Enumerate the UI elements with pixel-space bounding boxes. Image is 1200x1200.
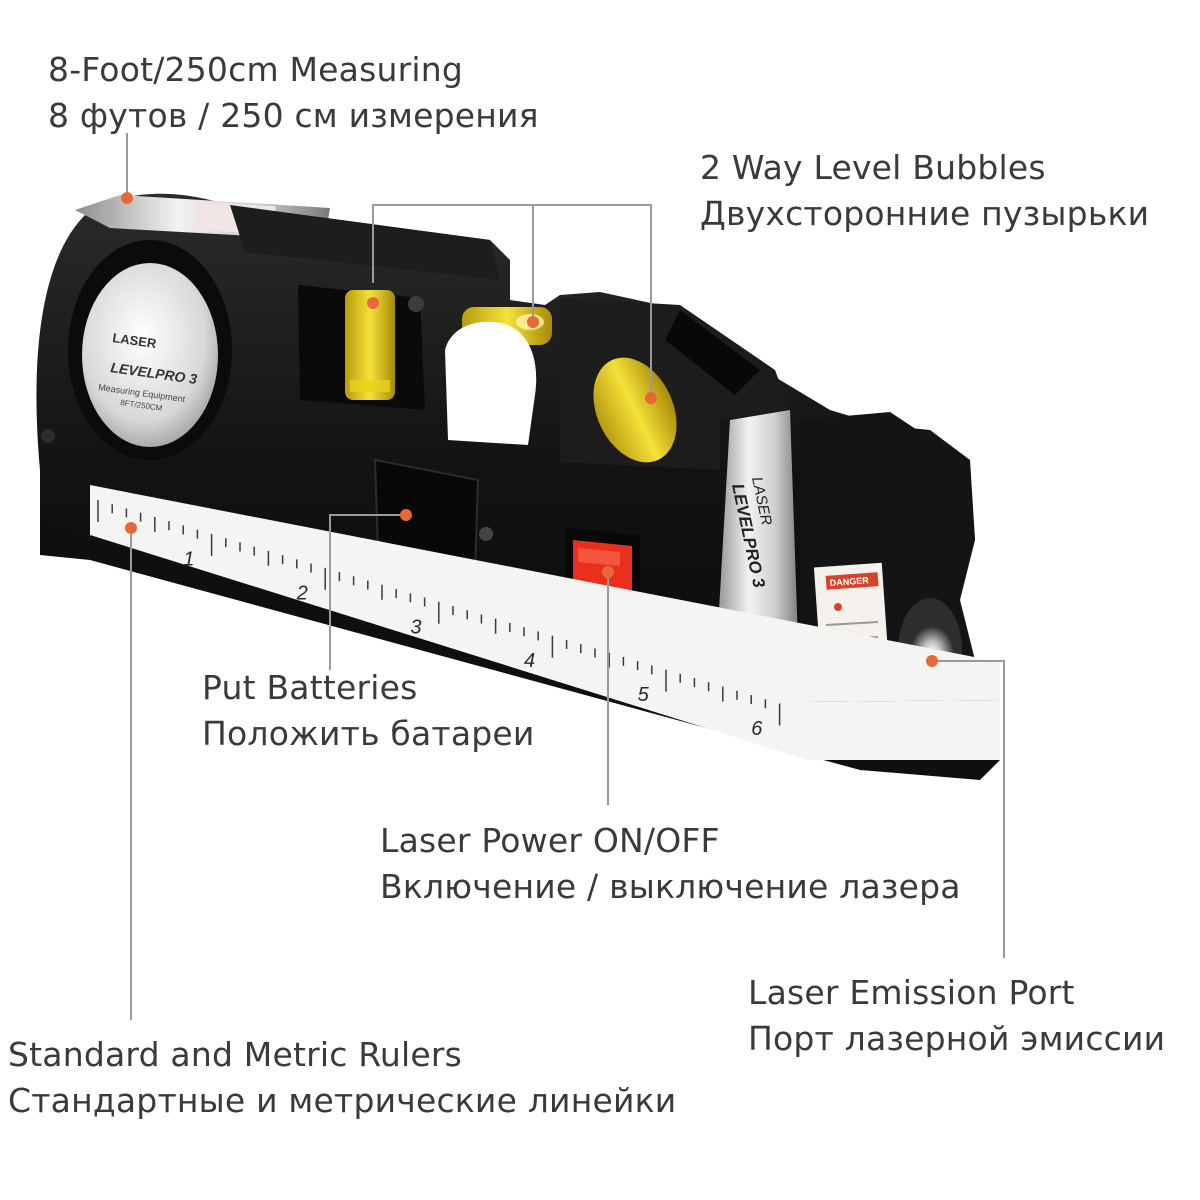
marker-dot (602, 566, 614, 578)
callout-power-en: Laser Power ON/OFF (380, 821, 720, 860)
arched-cutout (445, 321, 537, 445)
ruler-number: 2 (296, 582, 308, 604)
screw-icon (408, 296, 424, 312)
callout-dots (121, 192, 938, 667)
marker-dot (926, 655, 938, 667)
danger-header (825, 572, 879, 590)
ruler-number: 1 (183, 548, 194, 570)
callout-emission-en: Laser Emission Port (748, 973, 1075, 1012)
callout-rulers-ru: Стандартные и метрические линейки (8, 1081, 677, 1120)
leader-emission (932, 660, 1005, 958)
callout-batteries: Put Batteries Положить батареи (202, 665, 535, 757)
callout-bubbles: 2 Way Level Bubbles Двухсторонние пузырь… (700, 145, 1149, 237)
marker-dot (527, 316, 539, 328)
vertical-level-bubble-right (593, 357, 677, 463)
callout-measuring-ru: 8 футов / 250 см измерения (48, 96, 539, 135)
ruler-number: 3 (410, 616, 421, 638)
dial-brand-top: LASER (112, 330, 158, 351)
callout-emission: Laser Emission Port Порт лазерной эмисси… (748, 970, 1165, 1062)
ruler-tape-end (808, 700, 1000, 760)
switch-highlight (578, 548, 620, 566)
callout-emission-ru: Порт лазерной эмиссии (748, 1019, 1166, 1058)
leader-bubbles (372, 204, 652, 398)
slot (665, 310, 760, 395)
marker-dot (645, 392, 657, 404)
marker-dot (367, 297, 379, 309)
callout-rulers-en: Standard and Metric Rulers (8, 1035, 463, 1074)
callout-measuring-en: 8-Foot/250cm Measuring (48, 50, 464, 89)
callout-power-ru: Включение / выключение лазера (380, 867, 961, 906)
callout-bubbles-en: 2 Way Level Bubbles (700, 148, 1046, 187)
marker-dot (400, 509, 412, 521)
callout-rulers: Standard and Metric Rulers Стандартные и… (8, 1032, 676, 1124)
belt-hole (41, 429, 55, 443)
ruler-numbers: 1 2 3 4 5 6 (183, 548, 763, 740)
tape-reel-face (82, 263, 218, 447)
callout-batteries-en: Put Batteries (202, 668, 418, 707)
laser-warning-icon (834, 603, 842, 611)
callout-power: Laser Power ON/OFF Включение / выключени… (380, 818, 961, 910)
ruler-number: 5 (638, 684, 650, 706)
callout-bubbles-ru: Двухсторонние пузырьки (700, 194, 1150, 233)
ruler-ticks (97, 500, 781, 726)
ruler-number: 4 (524, 650, 535, 672)
bubble-highlight (350, 380, 390, 392)
callout-measuring: 8-Foot/250cm Measuring 8 футов / 250 см … (48, 47, 539, 139)
callout-batteries-ru: Положить батареи (202, 714, 535, 753)
upper-ridge (230, 205, 500, 280)
vertical-level-bubble-left (345, 290, 395, 400)
leader-batteries (329, 514, 406, 670)
danger-text: DANGER (829, 575, 869, 588)
marker-dot (125, 522, 137, 534)
screw-icon (479, 527, 493, 541)
callout-leaders (126, 133, 1005, 1020)
marker-dot (121, 192, 133, 204)
ruler-tape[interactable] (90, 485, 1000, 760)
ruler-number: 6 (751, 718, 763, 740)
